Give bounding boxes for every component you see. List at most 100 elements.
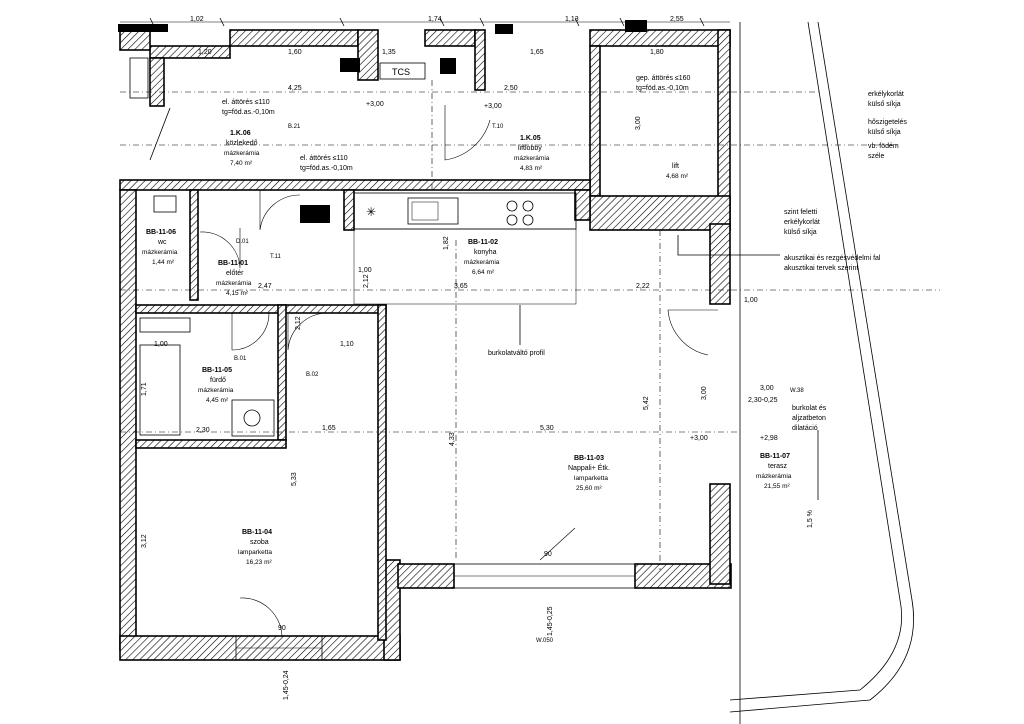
top-dimension-ticks	[149, 17, 705, 27]
dim-top2-2: 1,60	[288, 49, 302, 56]
dim-1-71: 1,71	[141, 382, 148, 396]
room-label-kozlekedo: 1.K.06 közlekedő mázkerámia 7,40 m²	[224, 130, 260, 167]
note-hoszigb: külső síkja	[868, 129, 901, 136]
wall-top-mid	[229, 29, 359, 47]
hob-burner-4	[522, 214, 534, 226]
note-elatores2: el. áttörés ≤110	[300, 155, 348, 162]
svg-text:mázkerámia: mázkerámia	[464, 259, 500, 266]
wall-wc-right	[189, 189, 199, 301]
bathtub	[139, 344, 181, 436]
room-label-furdo: BB-11-05 fürdő mázkerámia 4,45 m²	[198, 367, 234, 404]
svg-text:25,60 m²: 25,60 m²	[576, 485, 602, 492]
note-burkolatvalto: burkolatváltó profil	[488, 350, 545, 357]
dim-1-00: 1,00	[358, 267, 372, 274]
dim-window-room-h: 1,45-0,24	[283, 670, 290, 700]
wall-kitchen-pier	[343, 189, 355, 231]
wall-bath-right	[277, 304, 287, 441]
dim-4-33: 4,33	[449, 432, 456, 446]
dim-3-12: 3,12	[141, 534, 148, 548]
dim-90-living: 90	[544, 551, 552, 558]
note-elatores1: el. áttörés ≤110	[222, 99, 270, 106]
vent-icon: ✳	[366, 205, 376, 219]
svg-text:liftlobby: liftlobby	[518, 145, 542, 152]
room-label-szoba: BB-11-04 szoba lamparketta 16,23 m²	[238, 529, 272, 566]
level-corridor: +3,00	[366, 101, 384, 108]
note-hoszig: hőszigetelés	[868, 119, 907, 126]
wall-top-left-edge	[119, 29, 151, 51]
svg-text:mázkerámia: mázkerámia	[198, 387, 234, 394]
wall-west	[119, 189, 137, 651]
door-living-south	[539, 527, 576, 561]
level-living: +3,00	[690, 435, 708, 442]
column-5	[625, 20, 647, 32]
leader-elatores1	[149, 107, 171, 161]
dim-90-room: 90	[278, 625, 286, 632]
wall-corridor-left	[149, 57, 165, 107]
tag-b02: B.02	[306, 372, 319, 378]
shower-tray	[231, 399, 275, 437]
corridor-cabinet	[129, 57, 149, 99]
dim-terrace-1-00: 1,00	[744, 297, 758, 304]
wall-corridor-bottom2	[574, 189, 591, 221]
svg-text:BB-11-03: BB-11-03	[574, 455, 604, 462]
tcs-box	[379, 62, 426, 80]
wall-corridor-bottom	[119, 179, 591, 191]
svg-text:terasz: terasz	[768, 463, 788, 470]
svg-text:6,64 m²: 6,64 m²	[472, 269, 495, 276]
wall-east-living	[709, 483, 731, 585]
level-terrace: +2,98	[760, 435, 778, 442]
wall-room-top	[135, 439, 287, 449]
wall-south-living	[397, 563, 455, 589]
note-gepatores: gep. áttörés ≤160	[636, 75, 691, 82]
kitchen-counter-low	[353, 228, 577, 305]
svg-text:BB-11-05: BB-11-05	[202, 367, 232, 374]
note-szint3: külső síkja	[784, 229, 817, 236]
svg-text:4,15 m²: 4,15 m²	[226, 290, 249, 297]
dim-2-12-b: 2,12	[363, 274, 370, 288]
leader-akusztikai	[677, 235, 780, 256]
hob-burner-2	[522, 200, 534, 212]
door-entrance	[259, 190, 301, 231]
note-erkely1: erkélykorlát	[868, 91, 904, 98]
svg-text:BB-11-04: BB-11-04	[242, 529, 272, 536]
dim-top2-1: 1,20	[198, 49, 212, 56]
dim-lobby-2-50: 2,50	[504, 85, 518, 92]
svg-text:fürdő: fürdő	[210, 377, 226, 384]
dim-kitchen-1-82: 1,82	[443, 236, 450, 250]
svg-text:7,40 m²: 7,40 m²	[230, 160, 253, 167]
dim-terrace-2-30: 2,30-0,25	[748, 397, 778, 404]
dim-top-2: 1,74	[428, 16, 442, 23]
room-label-wc: BB-11-06 wc mázkerámia 1,44 m²	[142, 229, 178, 266]
door-bath	[231, 312, 270, 351]
wall-top-mid2	[357, 29, 379, 81]
door-lobby	[444, 105, 491, 161]
svg-text:lift: lift	[672, 163, 679, 170]
dim-top-4: 2,55	[670, 16, 684, 23]
dim-lift-3-00: 3,00	[635, 116, 642, 130]
dim-window-living-h: 1,45-0,25	[547, 606, 554, 636]
dim-5-42: 5,42	[643, 396, 650, 410]
wall-top-right2	[474, 29, 486, 91]
terrace-edge-2	[729, 21, 903, 701]
dim-3-65: 3,65	[454, 283, 468, 290]
note-burk2: aljzatbeton	[792, 415, 826, 422]
svg-text:mázkerámia: mázkerámia	[216, 280, 252, 287]
note-vbfodem: vb. födém	[868, 143, 899, 150]
svg-text:mázkerámia: mázkerámia	[142, 249, 178, 256]
svg-text:mázkerámia: mázkerámia	[224, 150, 260, 157]
room-label-eloter: BB-11-01 előtér mázkerámia 4,15 m²	[216, 260, 252, 297]
dim-top2-4: 1,65	[530, 49, 544, 56]
wall-lift-top	[589, 29, 731, 47]
tag-d01: D.01	[236, 239, 249, 245]
svg-text:konyha: konyha	[474, 249, 497, 256]
wall-top-right	[424, 29, 476, 47]
svg-text:1.K.05: 1.K.05	[520, 135, 541, 142]
kitchen-sink	[407, 197, 459, 225]
svg-text:BB-11-01: BB-11-01	[218, 260, 248, 267]
column-6	[300, 205, 330, 223]
door-living-east	[667, 309, 718, 356]
note-szint2: erkélykorlát	[784, 219, 820, 226]
room-label-konyha: BB-11-02 konyha mázkerámia 6,64 m²	[464, 239, 500, 276]
wall-east-living-top	[709, 223, 731, 305]
svg-text:lamparketta: lamparketta	[574, 475, 608, 482]
